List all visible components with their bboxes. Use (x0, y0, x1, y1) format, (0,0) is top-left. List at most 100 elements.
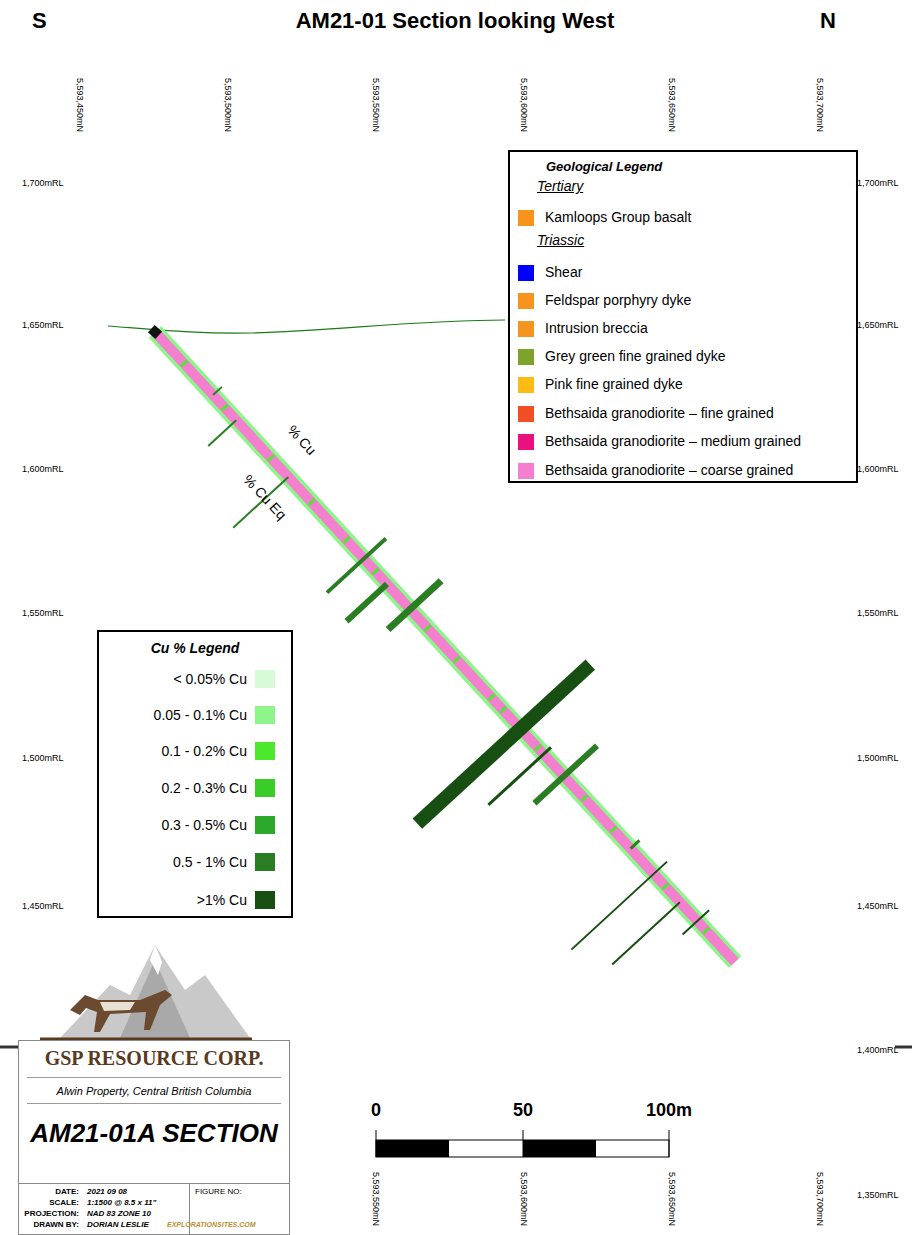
legend-text: Shear (545, 264, 582, 280)
assay-bar (268, 455, 274, 460)
legend-text: 0.1 - 0.2% Cu (161, 743, 247, 759)
assay-bar (372, 569, 378, 574)
legend-text: Grey green fine grained dyke (545, 348, 726, 364)
assay-bar (347, 584, 387, 621)
grid-label: 1,650mRL (857, 320, 899, 330)
section-title: N (820, 8, 836, 33)
legend-swatch (518, 434, 534, 450)
scale-label: 50 (513, 1100, 533, 1121)
grid-label: 1,400mRL (857, 1045, 899, 1055)
geology-legend-box: Geological LegendKamloops Group basaltSh… (508, 150, 858, 483)
legend-swatch (518, 265, 534, 281)
box-text: AM21-01A SECTION (19, 1119, 289, 1149)
grid-label: 5,593,500mN (223, 78, 233, 132)
grid-label: 5,593,650mN (667, 1172, 677, 1226)
column-label: % Cu (284, 422, 319, 458)
box-text: NAD 83 ZONE 10 (87, 1209, 151, 1218)
assay-bar (327, 538, 386, 592)
grid-label: 5,593,700mN (815, 78, 825, 132)
legend-swatch (518, 210, 534, 226)
assay-bar (213, 387, 222, 395)
legend-swatch (518, 349, 534, 365)
assay-bar (683, 910, 709, 934)
legend-text: 0.05 - 0.1% Cu (154, 707, 247, 723)
legend-subheading: Tertiary (537, 178, 583, 194)
assay-bar (612, 902, 680, 964)
legend-swatch (518, 377, 534, 393)
legend-text: Bethsaida granodiorite – coarse grained (545, 462, 793, 478)
assay-bar (454, 657, 460, 662)
assay-bar (417, 665, 590, 824)
box-text: EXPLORATIONSITES.COM (167, 1221, 256, 1229)
grid-label: 1,700mRL (22, 178, 64, 188)
assay-bar (662, 884, 668, 889)
section-title: S (32, 8, 47, 33)
legend-swatch (255, 816, 275, 834)
scale-bar (376, 1130, 669, 1157)
scale-label: 100m (646, 1100, 692, 1121)
legend-swatch (255, 742, 275, 760)
grid-label: 1,650mRL (22, 320, 64, 330)
legend-text: 0.3 - 0.5% Cu (161, 817, 247, 833)
box-heading: Cu % Legend (99, 640, 291, 656)
legend-swatch (255, 670, 275, 688)
grid-label: 1,450mRL (22, 901, 64, 911)
grid-label: 1,600mRL (22, 464, 64, 474)
grid-label: 1,600mRL (857, 464, 899, 474)
grid-label: 1,500mRL (857, 753, 899, 763)
copper-legend-box: Cu % Legend < 0.05% Cu 0.05 - 0.1% Cu 0.1 -… (97, 630, 293, 918)
box-heading: Geological Legend (546, 160, 662, 175)
legend-subheading: Triassic (537, 232, 584, 248)
rule-line (27, 1077, 281, 1078)
legend-swatch (255, 891, 275, 909)
grid-label: 1,550mRL (857, 608, 899, 618)
legend-swatch (255, 779, 275, 797)
grid-label: 1,550mRL (22, 608, 64, 618)
legend-swatch (518, 463, 534, 479)
legend-swatch (255, 706, 275, 724)
legend-text: Intrusion breccia (545, 320, 648, 336)
box-text: DRAWN BY: (33, 1220, 79, 1229)
legend-text: < 0.05% Cu (173, 671, 247, 687)
box-text: SCALE: (49, 1198, 79, 1207)
grid-label: 5,593,550mN (371, 1172, 381, 1226)
legend-swatch (255, 853, 275, 871)
section-title: AM21-01 Section looking West (296, 8, 615, 33)
grid-label: 1,700mRL (857, 178, 899, 188)
assay-bar (343, 537, 349, 542)
company-logo (40, 945, 252, 1039)
table-rule (19, 1183, 289, 1184)
box-text: Alwin Property, Central British Columbia (19, 1085, 289, 1098)
collar-marker (148, 325, 162, 339)
assay-bar (581, 795, 587, 800)
legend-text: Kamloops Group basalt (545, 209, 691, 225)
assay-bar (571, 862, 667, 950)
assay-bar (222, 405, 228, 410)
assay-bar (425, 625, 431, 630)
box-text: DATE: (55, 1187, 79, 1196)
legend-swatch (518, 406, 534, 422)
legend-text: Pink fine grained dyke (545, 376, 683, 392)
box-text: PROJECTION: (24, 1209, 79, 1218)
assay-bar (488, 695, 494, 700)
grid-label: 5,593,650mN (667, 78, 677, 132)
grid-label: 5,593,550mN (371, 78, 381, 132)
topography-line (108, 320, 505, 333)
box-heading: GSP RESOURCE CORP. (19, 1047, 289, 1070)
assay-bar (610, 827, 616, 832)
box-text: 2021 09 08 (87, 1187, 127, 1196)
frame-tick (0, 1046, 18, 1049)
assay-bar (208, 420, 236, 446)
box-text: 1:1500 @ 8.5 x 11" (87, 1198, 156, 1207)
grid-label: 5,593,700mN (815, 1172, 825, 1226)
grid-label: 1,500mRL (22, 753, 64, 763)
title-block: GSP RESOURCE CORP. Alwin Property, Centra… (18, 1040, 290, 1235)
box-text: DORIAN LESLIE (87, 1220, 149, 1229)
legend-text: Bethsaida granodiorite – fine grained (545, 405, 774, 421)
assay-bar (534, 746, 597, 804)
assay-bar (500, 707, 506, 712)
grid-label: 5,593,450mN (75, 78, 85, 132)
grid-label: 5,593,600mN (519, 78, 529, 132)
rule-line (27, 1103, 281, 1104)
scale-label: 0 (371, 1100, 381, 1121)
